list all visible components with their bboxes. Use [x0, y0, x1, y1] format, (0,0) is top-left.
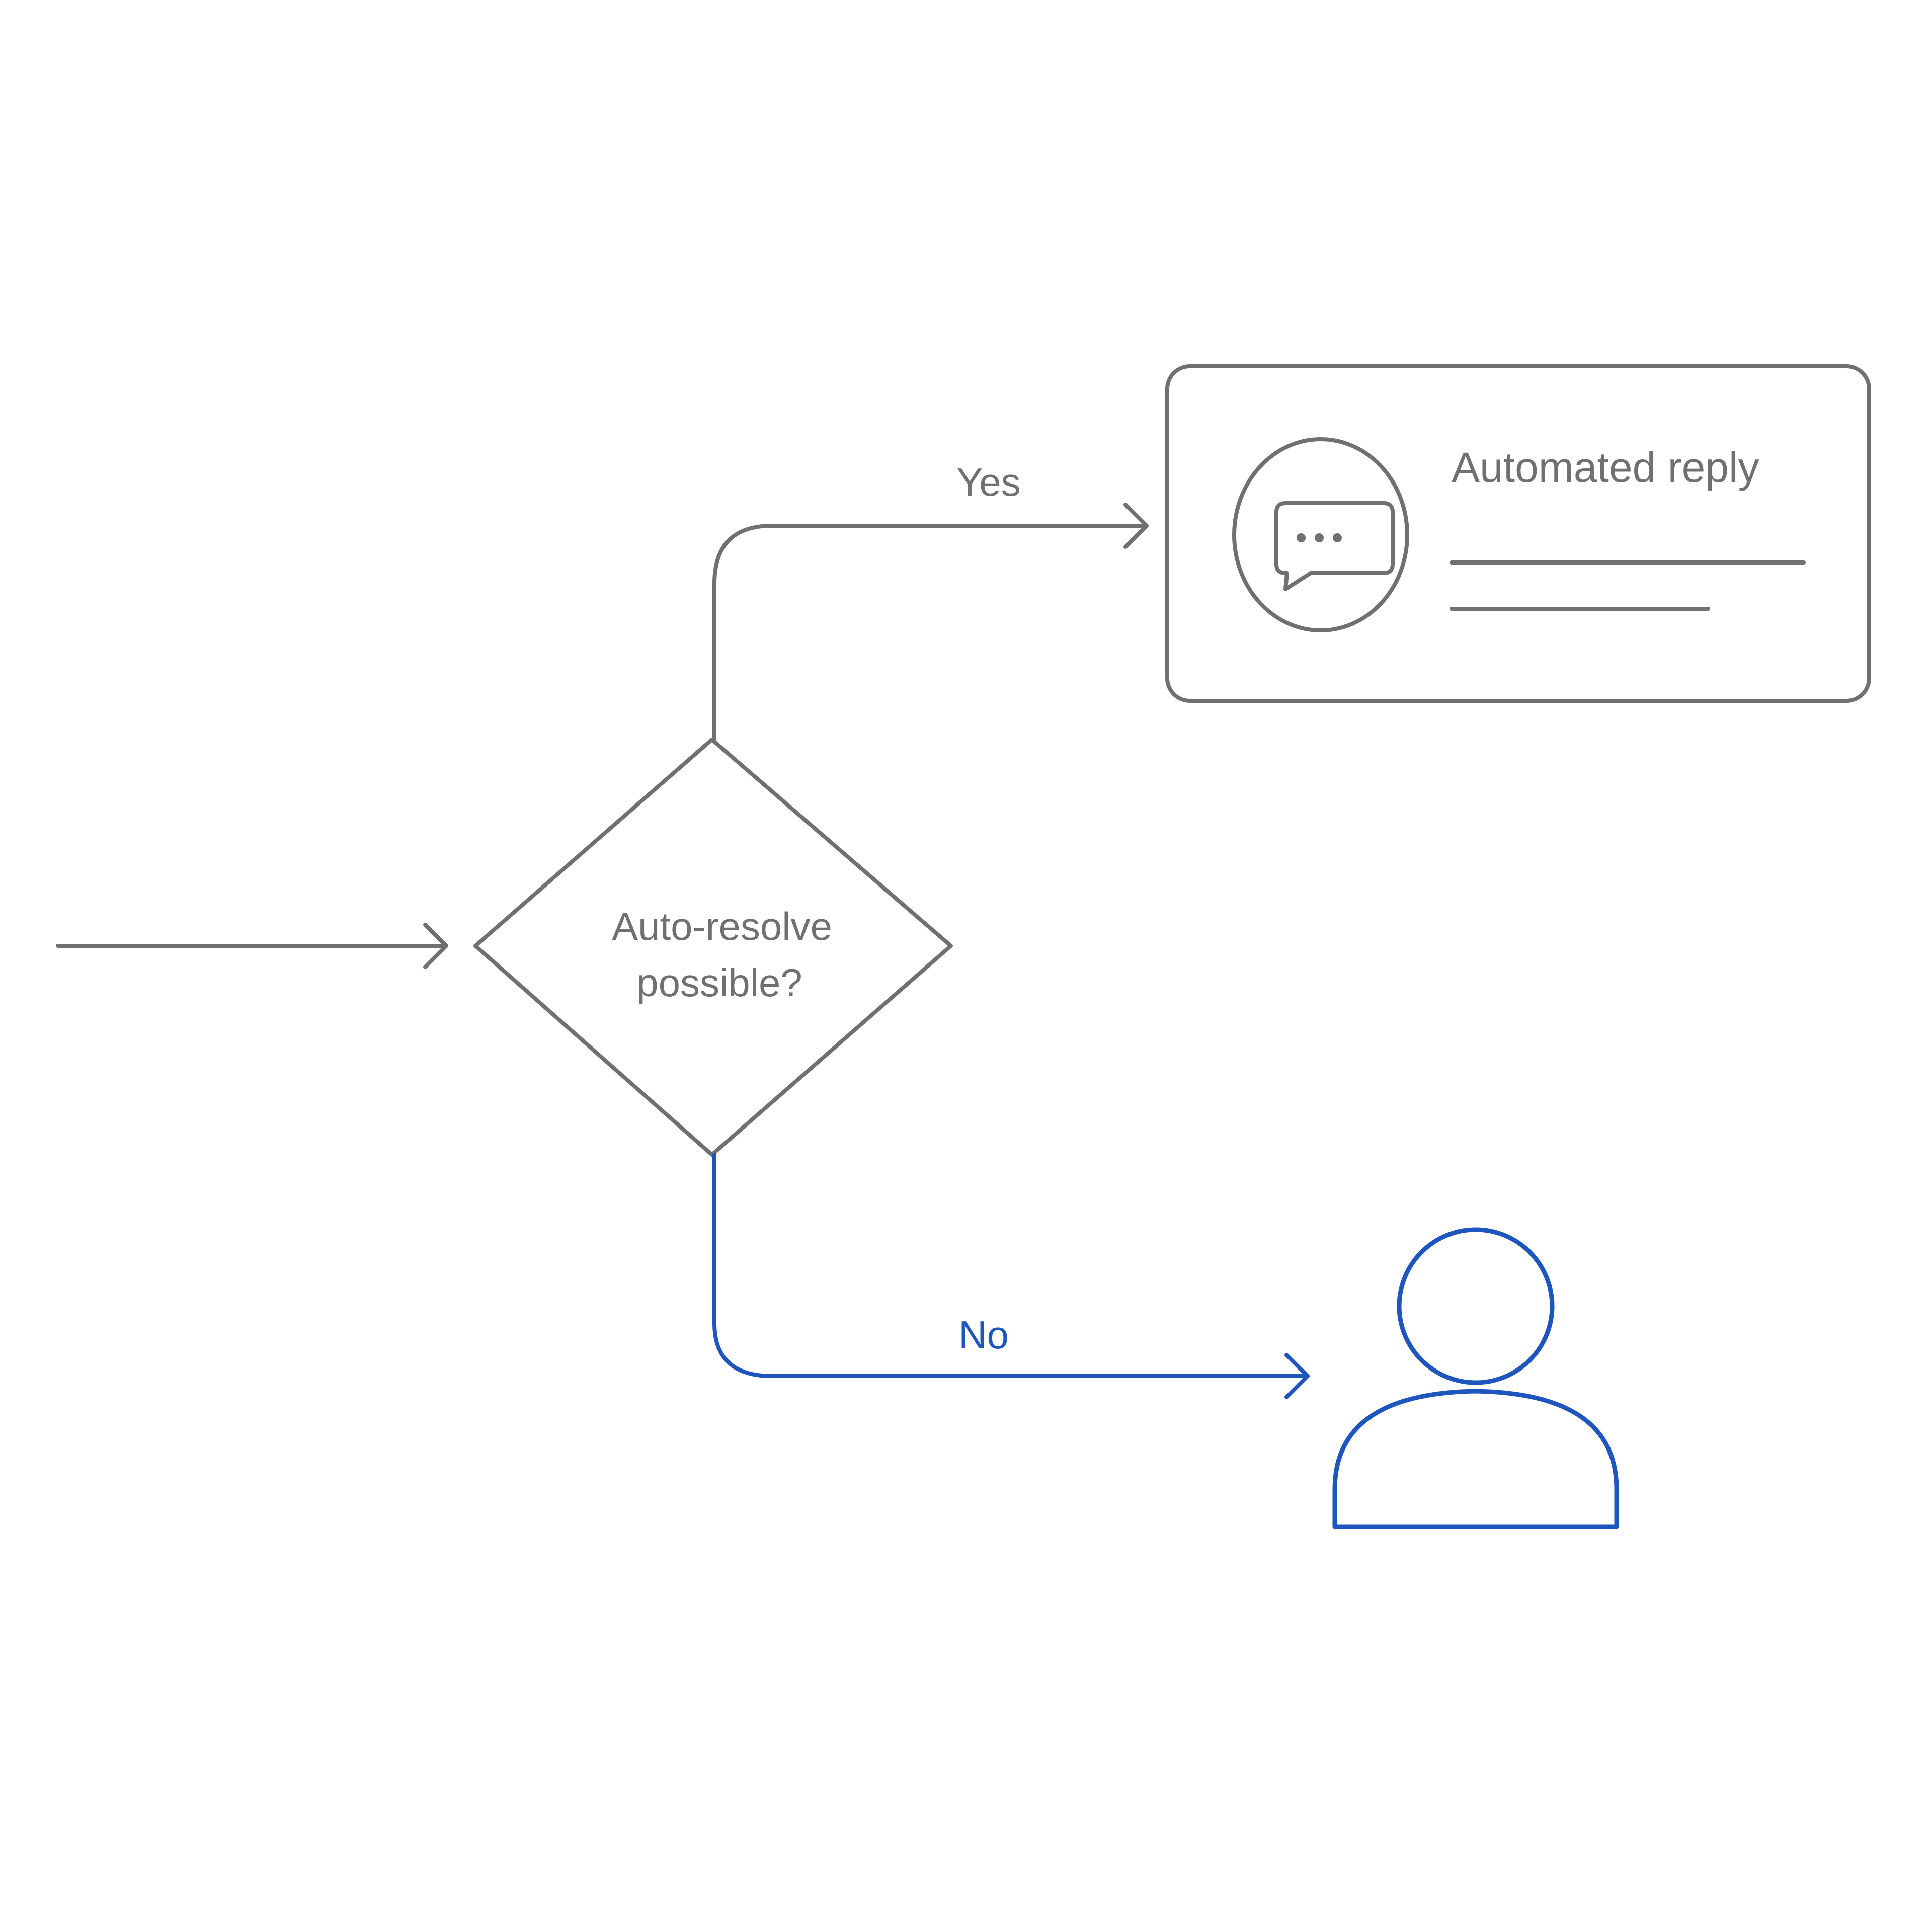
incoming-arrow: [56, 923, 448, 969]
decision-diamond: [473, 738, 953, 1157]
chat-bubble-icon: [1232, 437, 1409, 632]
decision-node: Auto-resolve possible?: [473, 738, 953, 1157]
no-label: No: [958, 1313, 1009, 1357]
decision-label-line2: possible?: [636, 960, 802, 1005]
yes-connector: [712, 503, 1149, 742]
automated-reply-card: Automated reply: [1165, 364, 1871, 703]
yes-label: Yes: [956, 460, 1020, 504]
automated-reply-title: Automated reply: [1452, 444, 1759, 491]
person-icon: [1332, 1227, 1619, 1530]
no-connector: [712, 1153, 1310, 1399]
decision-label-line1: Auto-resolve: [612, 904, 832, 948]
